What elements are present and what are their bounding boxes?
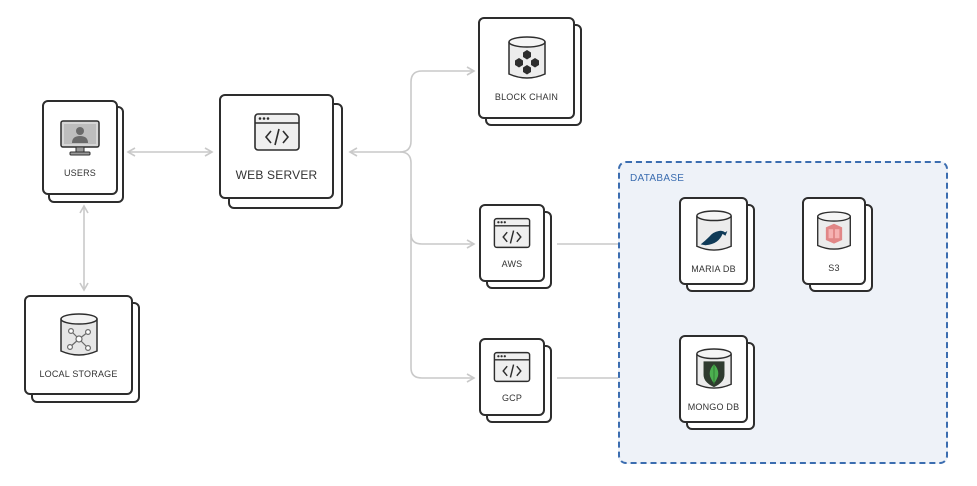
node-users[interactable]: USERS [42, 100, 124, 203]
database-network-icon [59, 313, 98, 356]
users-label: USERS [63, 167, 96, 178]
s3-label: S3 [828, 263, 840, 273]
edge-to-blockchain [399, 66, 476, 153]
maria-db-label: MARIA DB [691, 264, 736, 274]
monitor-user-icon [60, 119, 100, 155]
database-blockchain-icon [507, 36, 546, 79]
database-group-label: DATABASE [630, 173, 685, 184]
node-s3[interactable]: S3 [802, 197, 873, 292]
code-window-icon [493, 351, 531, 383]
node-aws[interactable]: AWS [479, 204, 552, 289]
node-gcp[interactable]: GCP [479, 338, 552, 423]
database-seal-icon [695, 210, 732, 251]
node-mongo-db[interactable]: MONGO DB [679, 335, 755, 430]
gcp-label: GCP [501, 393, 523, 403]
node-web-server[interactable]: WEB SERVER [219, 94, 343, 209]
database-s3-icon [817, 211, 851, 250]
mongo-db-label: MONGO DB [687, 402, 740, 412]
aws-label: AWS [501, 259, 523, 269]
node-block-chain[interactable]: BLOCK CHAIN [478, 17, 582, 126]
node-local-storage[interactable]: LOCAL STORAGE [24, 295, 140, 403]
code-window-icon [253, 112, 300, 151]
database-group: DATABASE [618, 161, 948, 464]
node-maria-db[interactable]: MARIA DB [679, 197, 755, 292]
local-storage-label: LOCAL STORAGE [39, 369, 118, 379]
edge-to-gcp [410, 234, 476, 383]
edge-to-aws [399, 151, 476, 249]
web-server-label: WEB SERVER [235, 167, 318, 182]
database-leaf-icon [695, 348, 732, 389]
code-window-icon [493, 217, 531, 249]
block-chain-label: BLOCK CHAIN [494, 92, 559, 102]
